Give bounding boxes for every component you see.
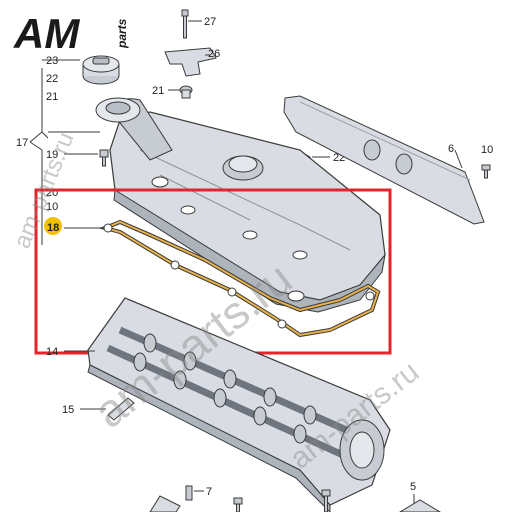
- callout-5: 5: [410, 481, 416, 493]
- callout-6: 6: [448, 143, 454, 155]
- grommet-21: [168, 85, 193, 99]
- trim-cover-6: [283, 95, 485, 225]
- callout-26: 26: [208, 48, 220, 60]
- logo-sub: parts: [115, 18, 129, 49]
- callout-21: 21: [46, 91, 58, 103]
- callout-10-right: 10: [481, 144, 493, 156]
- callout-18: 18: [47, 222, 59, 234]
- bolt-bottom: [233, 489, 331, 512]
- bolt-27: [181, 9, 202, 39]
- callout-19: 19: [46, 149, 58, 161]
- bracket-26: [164, 47, 217, 77]
- callout-23: 23: [46, 55, 58, 67]
- bolt-10-right: [481, 164, 491, 179]
- valve-cover-gasket: [64, 219, 381, 338]
- callout-15: 15: [62, 404, 74, 416]
- callout-17: 17: [16, 137, 28, 149]
- bolt-19: [64, 149, 109, 167]
- cylinder-head-camshaft: [64, 297, 391, 512]
- oil-filler-cap: [82, 55, 120, 85]
- callout-10-left: 10: [46, 201, 58, 213]
- guide-tube-15: [80, 397, 135, 421]
- callout-18-badge: [44, 217, 62, 235]
- part-5: [399, 494, 441, 512]
- callout-21-right: 21: [152, 85, 164, 97]
- callout-22: 22: [46, 73, 58, 85]
- callout-14: 14: [46, 346, 58, 358]
- callout-7: 7: [206, 486, 212, 498]
- callout-27: 27: [204, 16, 216, 28]
- valve-cover: [95, 97, 386, 313]
- am-parts-logo: AM parts: [13, 10, 129, 57]
- logo-mark: AM: [13, 10, 80, 57]
- stud-7: [149, 485, 204, 512]
